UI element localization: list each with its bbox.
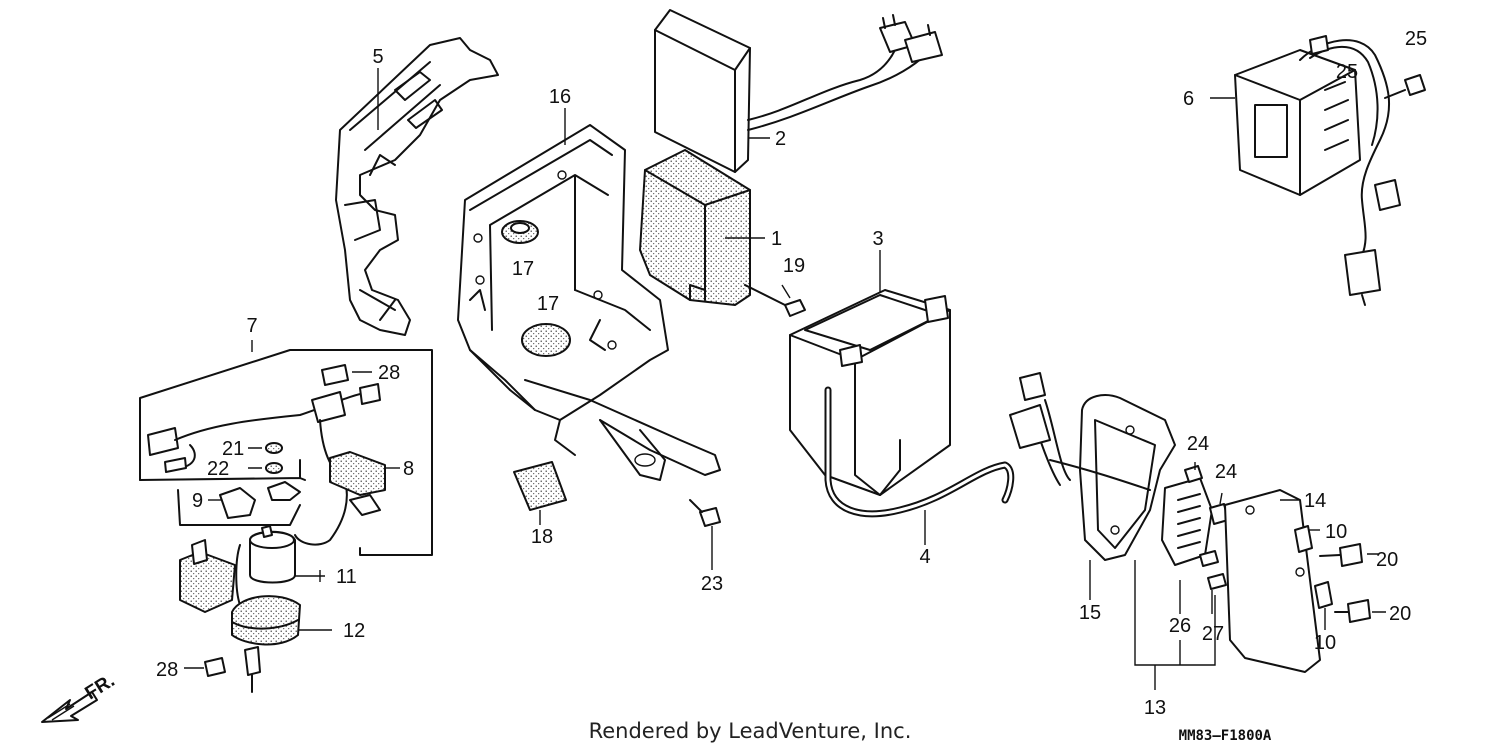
callout-7: 7 [246, 315, 257, 337]
bracket-cover-part[interactable] [335, 37, 499, 336]
callout-17-lower: 17 [537, 293, 559, 315]
collar-10-lower-part[interactable] [1314, 581, 1333, 609]
regulator-rectifier-part[interactable] [1234, 39, 1401, 306]
callout-28-upper: 28 [378, 362, 400, 384]
fuse-block-part[interactable] [1161, 477, 1213, 566]
credit-text: Rendered by LeadVenture, Inc. [589, 719, 912, 743]
starter-relay-part[interactable] [179, 525, 296, 613]
label-sheet-part[interactable] [513, 461, 567, 511]
callout-12: 12 [343, 620, 365, 642]
callout-20-upper: 20 [1376, 549, 1398, 571]
battery-tray-frame-part[interactable] [457, 124, 721, 481]
callout-25-top: 25 [1405, 28, 1427, 50]
callout-19: 19 [783, 255, 805, 277]
battery-part[interactable] [789, 289, 951, 496]
callout-13: 13 [1144, 697, 1166, 719]
callout-2: 2 [775, 128, 786, 150]
callout-3: 3 [872, 228, 883, 250]
grommet-upper-part[interactable] [501, 220, 539, 244]
callout-18: 18 [531, 526, 553, 548]
callout-24-lower: 24 [1215, 461, 1237, 483]
bolt-25-side-part[interactable] [1384, 74, 1426, 99]
callout-10-lower: 10 [1314, 632, 1336, 654]
callout-17-upper: 17 [512, 258, 534, 280]
fuse-26-part[interactable] [1199, 550, 1219, 567]
callout-11: 11 [336, 566, 357, 588]
callout-16: 16 [549, 86, 571, 108]
cover-9-part[interactable] [219, 487, 256, 519]
control-unit-part[interactable] [654, 9, 943, 173]
callout-4: 4 [919, 546, 930, 568]
terminal-28-lower-part[interactable] [204, 657, 226, 677]
terminal-28-upper-part[interactable] [321, 364, 349, 386]
callout-24-upper: 24 [1187, 433, 1209, 455]
terminal-cover-8-part[interactable] [329, 451, 386, 496]
callout-9: 9 [192, 490, 203, 512]
callout-15: 15 [1079, 602, 1101, 624]
callout-22: 22 [207, 458, 229, 480]
fuse-box-cover-part[interactable] [1224, 489, 1321, 673]
grommet-lower-part[interactable] [521, 323, 571, 357]
battery-case-part[interactable] [639, 149, 751, 306]
callout-labels: 5 2 1 16 17 17 19 3 25 25 6 7 28 21 22 8… [156, 28, 1427, 719]
bolt-23-part[interactable] [689, 499, 721, 527]
callout-5: 5 [372, 46, 383, 68]
callout-28-lower: 28 [156, 659, 178, 681]
washer-22-part[interactable] [265, 462, 283, 474]
leader-lines [184, 68, 1386, 690]
arrow-left-icon [41, 691, 98, 723]
callout-6: 6 [1183, 88, 1194, 110]
callout-20-lower: 20 [1389, 603, 1411, 625]
callout-23: 23 [701, 573, 723, 595]
callout-25-mid: 25 [1336, 61, 1358, 83]
fuse-27-part[interactable] [1207, 573, 1227, 590]
nut-21-part[interactable] [265, 442, 283, 454]
diagram-code: MM83—F1800A [1179, 728, 1272, 744]
bolt-25-upper-part[interactable] [1309, 35, 1329, 55]
breather-tube-part[interactable] [824, 386, 1015, 518]
fuse-box-housing-part[interactable] [1009, 372, 1176, 561]
bolt-24-upper-part[interactable] [1184, 465, 1203, 483]
callout-26: 26 [1169, 615, 1191, 637]
starter-harness-part[interactable] [139, 349, 433, 556]
front-direction-arrow: FR. [41, 670, 119, 723]
callout-27: 27 [1202, 623, 1224, 645]
relay-holder-part[interactable] [231, 595, 301, 693]
callout-1: 1 [771, 228, 782, 250]
bolt-19-part[interactable] [744, 284, 806, 317]
callout-8: 8 [403, 458, 414, 480]
callout-10-upper: 10 [1325, 521, 1347, 543]
screw-20-lower-part[interactable] [1334, 599, 1371, 623]
screw-20-upper-part[interactable] [1319, 543, 1363, 567]
collar-10-upper-part[interactable] [1294, 525, 1313, 553]
callout-21: 21 [222, 438, 244, 460]
callout-14: 14 [1304, 490, 1326, 512]
cable-eye-part[interactable] [267, 481, 381, 516]
